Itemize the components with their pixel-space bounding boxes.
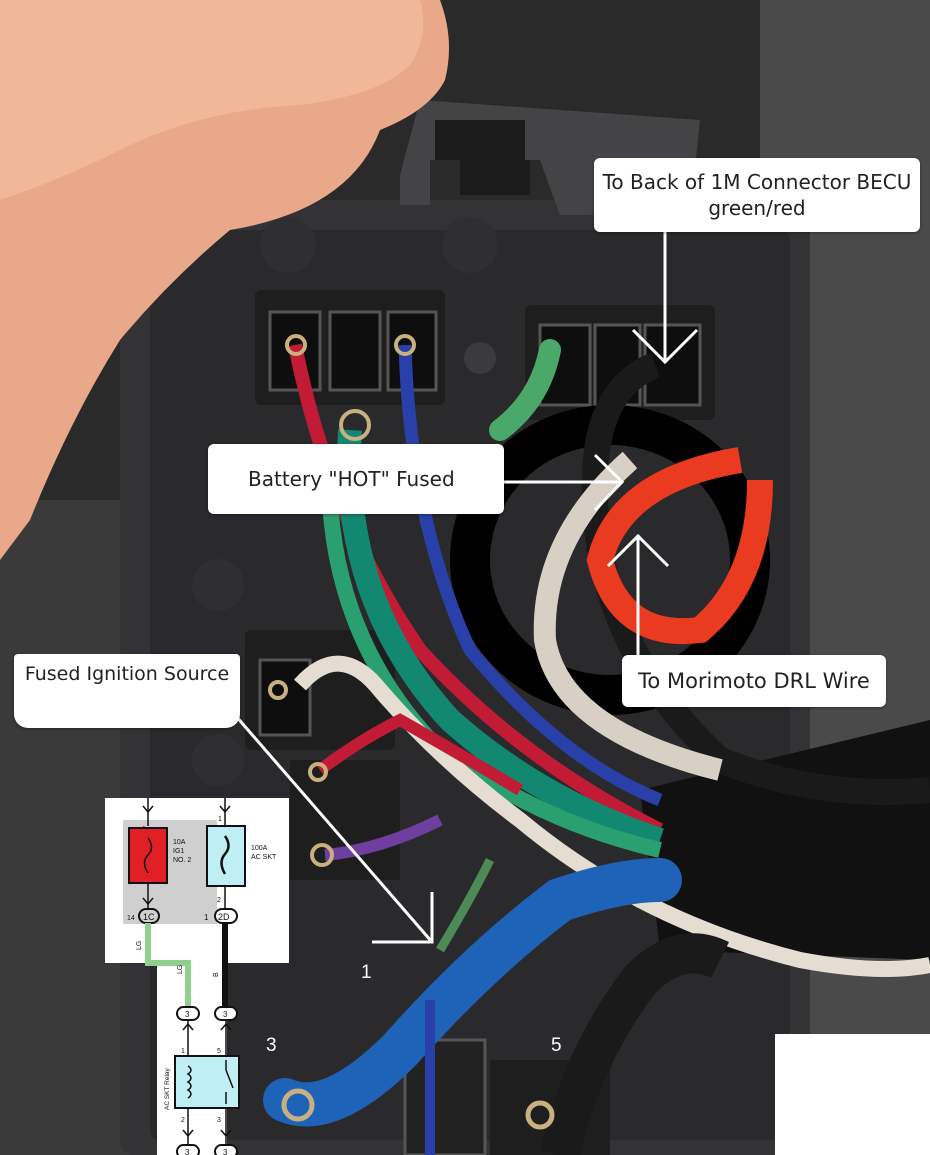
fuse-left-bottom-pin: 14 bbox=[127, 915, 135, 922]
fuse-right-side-pin: 1 bbox=[204, 913, 209, 922]
fuse-right-rating: 100A bbox=[251, 845, 268, 852]
relay-bottom-right: 3 bbox=[223, 1148, 228, 1155]
wiring-schematic: 1 10A IG1 NO. 2 14 1C 1 100A AC SKT 2 1 bbox=[105, 798, 289, 1155]
fuse-left-number: NO. 2 bbox=[173, 857, 191, 864]
relay-pin-5: 5 bbox=[217, 1048, 221, 1055]
callout-battery-hot: Battery "HOT" Fused bbox=[208, 444, 504, 514]
wire-b-label: B bbox=[213, 972, 220, 977]
callout-ignition-text: Fused Ignition Source bbox=[24, 663, 230, 685]
fuse-right-bottom-pin: 2 bbox=[217, 897, 221, 904]
blue-wire bbox=[263, 858, 682, 1127]
junction-right-label: 3 bbox=[223, 1010, 228, 1019]
relay-label: AC SKT Relay bbox=[164, 1067, 171, 1110]
callout-fused-ignition: Fused Ignition Source bbox=[14, 654, 240, 728]
relay-body bbox=[174, 1055, 240, 1109]
fuse-right-connector: 2D bbox=[218, 912, 230, 922]
pin-label-3: 3 bbox=[266, 1035, 277, 1056]
fuse-left: 1 10A IG1 NO. 2 14 1C bbox=[127, 798, 191, 924]
callout-battery-hot-text: Battery "HOT" Fused bbox=[248, 467, 455, 491]
relay-ac-skt: 1 5 AC SKT Relay 2 3 3 3 bbox=[164, 1020, 240, 1155]
fuse-left-connector: 1C bbox=[143, 912, 155, 922]
callout-morimoto-drl: To Morimoto DRL Wire bbox=[622, 655, 886, 707]
callout-becu-line1: To Back of 1M Connector BECU bbox=[602, 170, 912, 194]
fuse-right-top-pin: 1 bbox=[218, 816, 222, 823]
relay-bottom-left: 3 bbox=[185, 1148, 190, 1155]
pin-label-1: 1 bbox=[361, 962, 372, 983]
white-corner-patch bbox=[775, 1034, 930, 1155]
wire-lg-label: LG bbox=[136, 941, 143, 950]
annotation-arrows bbox=[233, 232, 699, 944]
relay-pin-2: 2 bbox=[181, 1117, 185, 1124]
relay-pin-3: 3 bbox=[217, 1117, 221, 1124]
callout-becu-line2: green/red bbox=[708, 196, 806, 220]
fuse-left-rating: 10A bbox=[173, 839, 186, 846]
callout-becu-connector: To Back of 1M Connector BECU green/red bbox=[594, 158, 920, 232]
callout-morimoto-text: To Morimoto DRL Wire bbox=[638, 669, 870, 693]
fuse-left-name: IG1 bbox=[173, 848, 184, 855]
fuse-right: 1 100A AC SKT 2 1 2D bbox=[201, 798, 277, 924]
fuse-right-body bbox=[206, 825, 246, 887]
wire-lg-lower-label: LG bbox=[177, 965, 184, 974]
fuse-right-name: AC SKT bbox=[251, 854, 277, 861]
pin-label-5: 5 bbox=[551, 1035, 562, 1056]
relay-pin-1: 1 bbox=[181, 1048, 185, 1055]
wire-lg bbox=[145, 923, 191, 1008]
junction-left-label: 3 bbox=[185, 1010, 190, 1019]
